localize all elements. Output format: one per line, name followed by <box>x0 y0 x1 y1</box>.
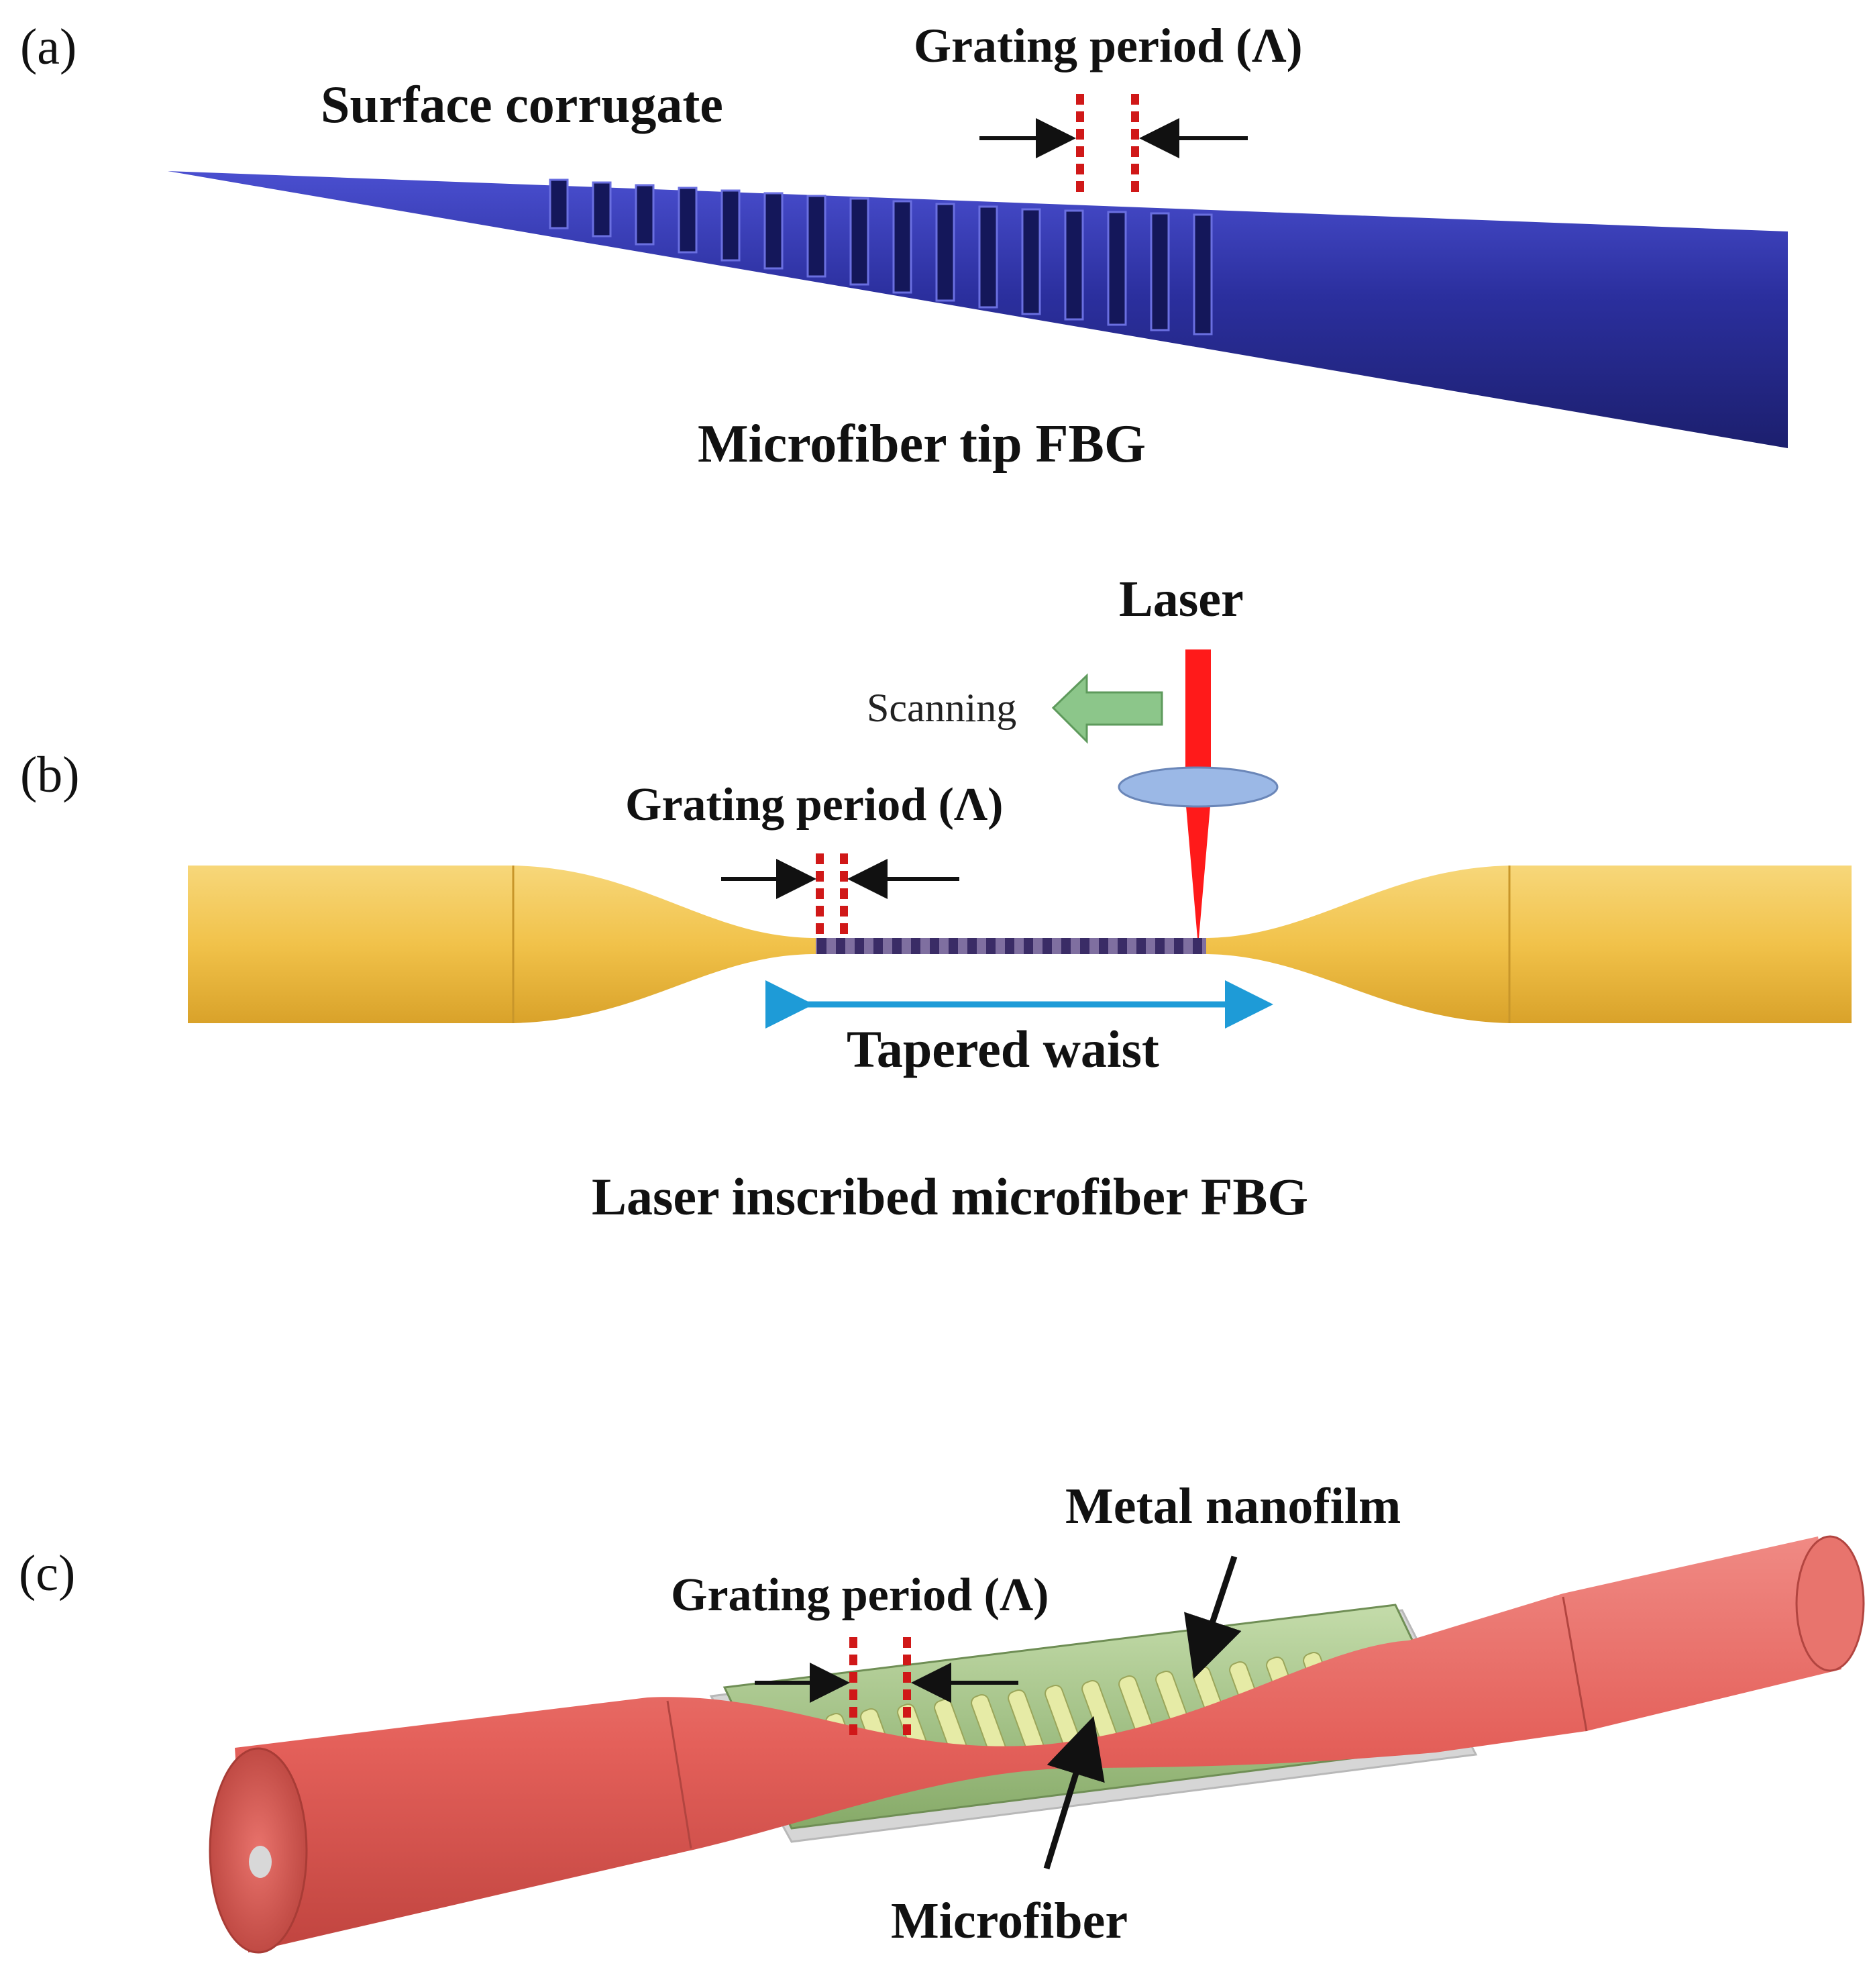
scanning-arrow <box>1051 673 1163 744</box>
panel-c-label: (c) <box>19 1545 75 1602</box>
laser-beam <box>1185 649 1211 769</box>
surface-corrugation-teeth <box>549 178 1213 335</box>
panel-a-caption: Microfiber tip FBG <box>698 415 1146 474</box>
inscribed-grating <box>816 938 1206 954</box>
fiber-core <box>249 1846 272 1878</box>
panel-a-grating-period-label: Grating period (Λ) <box>914 19 1303 72</box>
panel-c-grating-period-label: Grating period (Λ) <box>671 1569 1049 1621</box>
panel-a-label: (a) <box>20 19 76 75</box>
microfiber-tip <box>168 171 1788 448</box>
nanofilm-pointer-arrow <box>1184 1555 1242 1679</box>
panel-b-label: (b) <box>20 747 80 803</box>
panel-b-grating-period-label: Grating period (Λ) <box>625 779 1003 831</box>
fiber-c-shoulder-left <box>666 1700 692 1849</box>
surface-corrugate-label: Surface corrugate <box>321 75 723 134</box>
scanning-label: Scanning <box>867 686 1016 730</box>
panel-a: (a) Surface corrugate Grating period (Λ) <box>20 19 1788 474</box>
panel-a-period-markers <box>1076 94 1139 195</box>
metal-nanofilm-label: Metal nanofilm <box>1065 1478 1401 1534</box>
panel-b-caption: Laser inscribed microfiber FBG <box>592 1167 1308 1226</box>
panel-b-period-markers <box>816 853 848 934</box>
microfiber-label: Microfiber <box>891 1893 1128 1949</box>
focusing-lens <box>1118 766 1279 808</box>
panel-c: (c) Metal nanofilm Grating period (Λ) <box>19 1478 1865 1954</box>
fiber-c-shoulder-right <box>1562 1596 1588 1732</box>
microfiber-pointer-arrow <box>1043 1716 1105 1870</box>
fiber-right-end-cap <box>1795 1535 1865 1672</box>
laser-focus <box>1185 798 1211 946</box>
red-tapered-fiber <box>235 1536 1841 1952</box>
laser-label: Laser <box>1119 571 1244 627</box>
tapered-waist-label: Tapered waist <box>847 1020 1159 1078</box>
panel-b: (b) Laser Scanning Grating period (Λ) <box>20 571 1852 1226</box>
